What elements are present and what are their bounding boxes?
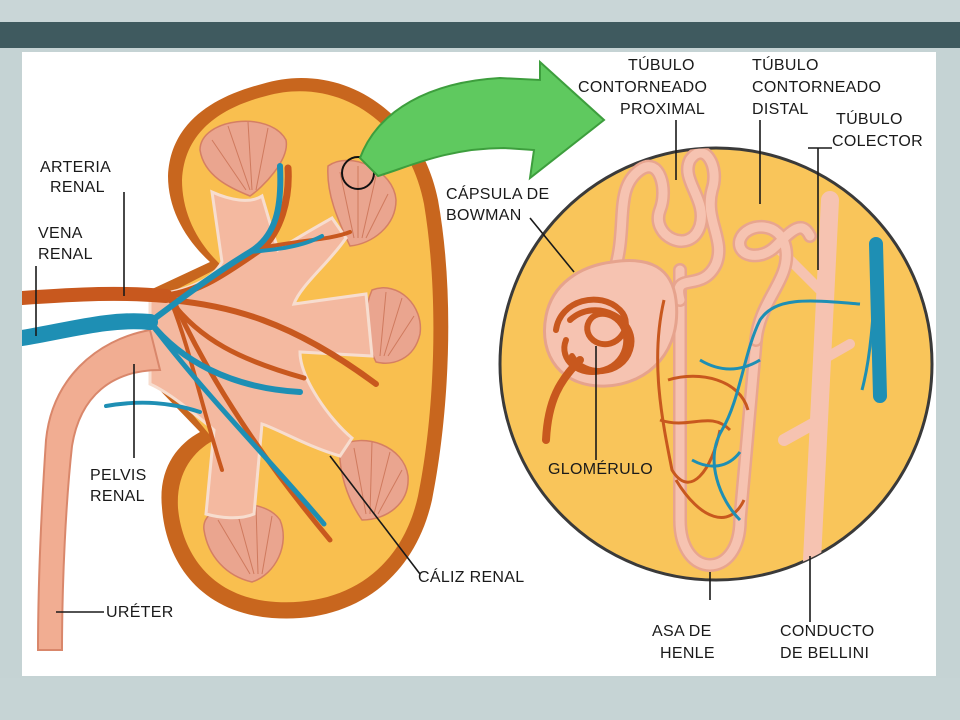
renal-pyramids [199,120,422,583]
label-arteria-renal: ARTERIA RENAL [40,159,115,196]
label-tubulo-colector: TÚBULO COLECTOR [832,109,923,150]
label-caliz-renal: CÁLIZ RENAL [418,567,524,586]
distal-tubule [732,220,817,347]
header-bar [0,22,960,48]
leader-lines [35,120,832,622]
label-tubulo-proximal: TÚBULO CONTORNEADO PROXIMAL [578,55,712,118]
label-asa-henle: ASA DE HENLE [652,623,716,662]
ureter [36,328,162,651]
renal-pelvis [148,189,374,520]
bowmans-capsule [543,259,679,388]
top-band [0,0,960,22]
vein-branch [869,237,887,403]
peritubular-vein [691,251,878,522]
bottom-band [0,678,960,720]
label-pelvis-renal: PELVIS RENAL [90,467,151,505]
glomerulus [542,296,635,444]
renal-vein [22,163,327,527]
pyramid-striations [211,121,415,575]
renal-artery [22,164,379,543]
green-arrow [358,59,606,181]
zoom-arrow [341,59,606,190]
labels: ARTERIA RENAL VENA RENAL PELVIS RENAL UR… [38,55,923,662]
label-conducto-bellini: CONDUCTO DE BELLINI [780,623,879,662]
kidney [22,78,449,651]
label-ureter: URÉTER [106,602,174,621]
nephron-detail [498,146,934,582]
proximal-tubule [605,148,726,307]
label-tubulo-distal: TÚBULO CONTORNEADO DISTAL [752,55,886,118]
label-vena-renal: VENA RENAL [38,225,93,263]
label-glomerulo: GLOMÉRULO [548,459,653,478]
loop-of-henle [673,263,763,572]
label-capsula-bowman: CÁPSULA DE BOWMAN [446,184,554,224]
